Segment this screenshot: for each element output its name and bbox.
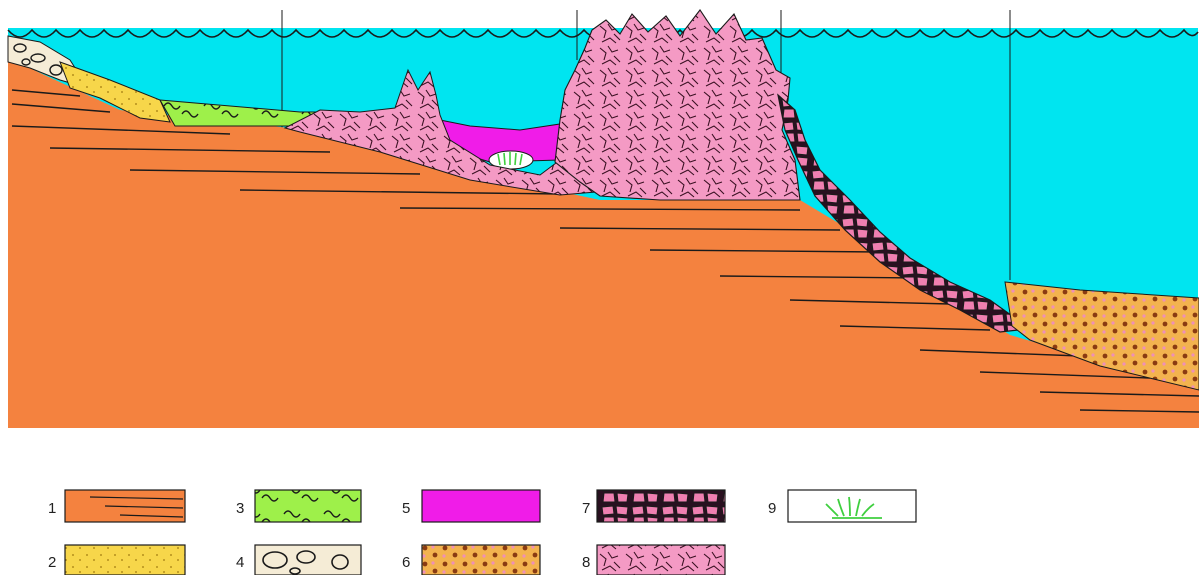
legend-item-7: 7	[582, 490, 725, 522]
legend-item-2: 2	[48, 545, 185, 575]
legend-swatch-reef-framework	[597, 545, 725, 575]
legend: 1 2 3 4	[48, 490, 916, 575]
legend-item-9: 9	[768, 490, 916, 522]
legend-item-6: 6	[402, 545, 540, 575]
legend-number-7: 7	[582, 500, 590, 517]
legend-number-8: 8	[582, 554, 590, 571]
legend-item-3: 3	[236, 490, 361, 522]
legend-swatch-algae	[788, 490, 916, 522]
legend-number-1: 1	[48, 500, 56, 517]
legend-item-8: 8	[582, 545, 725, 575]
legend-swatch-stromatolite	[255, 490, 361, 522]
legend-item-1: 1	[48, 490, 185, 522]
legend-item-5: 5	[402, 490, 540, 522]
legend-swatch-reef-talus	[422, 545, 540, 575]
legend-number-9: 9	[768, 500, 776, 517]
legend-number-5: 5	[402, 500, 410, 517]
legend-swatch-sand	[65, 545, 185, 575]
legend-swatch-lagoon-mud	[422, 490, 540, 522]
legend-number-3: 3	[236, 500, 244, 517]
legend-item-4: 4	[236, 545, 361, 575]
legend-number-4: 4	[236, 554, 244, 571]
legend-number-2: 2	[48, 554, 56, 571]
legend-swatch-reef-blocks	[597, 490, 725, 522]
legend-number-6: 6	[402, 554, 410, 571]
legend-swatch-bedrock	[65, 490, 185, 522]
legend-swatch-conglomerate	[255, 545, 361, 575]
